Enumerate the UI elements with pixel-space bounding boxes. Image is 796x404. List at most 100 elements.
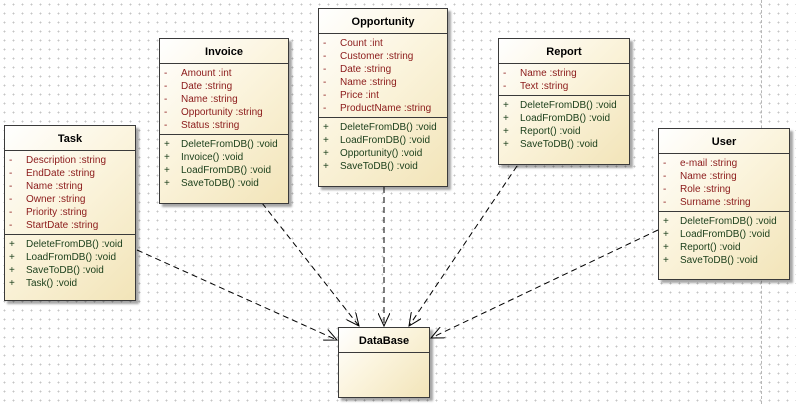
visibility-marker: -	[663, 184, 667, 195]
visibility-marker: -	[323, 64, 327, 75]
attribute-row[interactable]: -StartDate :string	[5, 219, 135, 232]
operation-row[interactable]: +LoadFromDB() :void	[659, 228, 789, 241]
operation-row[interactable]: +DeleteFromDB() :void	[160, 138, 288, 151]
visibility-marker: -	[323, 51, 327, 62]
operation-row[interactable]: +SaveToDB() :void	[160, 177, 288, 190]
operation-text: Report() :void	[680, 242, 741, 253]
attribute-text: Count :int	[340, 38, 383, 49]
operation-text: Task() :void	[26, 278, 78, 289]
attributes-compartment: - Name :string-Text :string	[499, 64, 629, 95]
visibility-marker: +	[164, 152, 170, 163]
attribute-row[interactable]: -Status :string	[160, 119, 288, 132]
attribute-row[interactable]: -Name :string	[5, 180, 135, 193]
visibility-marker: +	[503, 100, 509, 111]
visibility-marker: -	[503, 68, 507, 79]
attribute-row[interactable]: -Name :string	[160, 93, 288, 106]
operation-row[interactable]: + Opportunity() :void	[319, 147, 447, 160]
visibility-marker: -	[164, 81, 168, 92]
class-task[interactable]: Task-Description :string-EndDate :string…	[4, 125, 136, 301]
operations-compartment: + DeleteFromDB() :void+LoadFromDB() :void…	[659, 211, 789, 269]
operation-row[interactable]: +DeleteFromDB() :void	[5, 238, 135, 251]
attributes-compartment: -Amount :int-Date :string-Name :string-O…	[160, 64, 288, 134]
attribute-row[interactable]: -ProductName :string	[319, 102, 447, 115]
operation-row[interactable]: + DeleteFromDB() :void	[659, 215, 789, 228]
visibility-marker: +	[663, 216, 669, 227]
attribute-row[interactable]: -Owner :string	[5, 193, 135, 206]
attribute-row[interactable]: -Amount :int	[160, 67, 288, 80]
visibility-marker: +	[323, 161, 329, 172]
visibility-marker: -	[9, 194, 13, 205]
operation-text: Report() :void	[520, 126, 581, 137]
operation-row[interactable]: +LoadFromDB() :void	[319, 134, 447, 147]
class-database[interactable]: DataBase	[338, 327, 430, 398]
attribute-row[interactable]: -Date :string	[319, 63, 447, 76]
attribute-row[interactable]: - Name :string	[499, 67, 629, 80]
visibility-marker: -	[9, 207, 13, 218]
visibility-marker: -	[323, 77, 327, 88]
operations-compartment: +DeleteFromDB() :void+LoadFromDB() :void…	[5, 234, 135, 292]
dependency-invoice-database[interactable]	[261, 202, 359, 326]
visibility-marker: +	[9, 252, 15, 263]
attribute-row[interactable]: - Opportunity :string	[160, 106, 288, 119]
operation-row[interactable]: + Invoice() :void	[160, 151, 288, 164]
visibility-marker: +	[9, 278, 15, 289]
attributes-compartment: -Count :int-Customer :string-Date :strin…	[319, 34, 447, 117]
attribute-text: Amount :int	[181, 68, 232, 79]
dependency-task-database[interactable]	[136, 249, 337, 340]
operation-row[interactable]: + LoadFromDB() :void	[5, 251, 135, 264]
operation-text: Opportunity() :void	[340, 148, 423, 159]
attribute-text: Opportunity :string	[181, 107, 263, 118]
class-report[interactable]: Report-Name :string-Text :string+DeleteF…	[498, 38, 630, 165]
operation-text: LoadFromDB() :void	[181, 165, 272, 176]
operation-text: DeleteFromDB() :void	[680, 216, 777, 227]
visibility-marker: +	[323, 148, 329, 159]
attribute-row[interactable]: -Date :string	[160, 80, 288, 93]
visibility-marker: -	[323, 90, 327, 101]
visibility-marker: -	[164, 94, 168, 105]
attribute-text: Status :string	[181, 120, 240, 131]
operation-row[interactable]: +SaveToDB() :void	[319, 160, 447, 173]
operation-row[interactable]: +SaveToDB() :void	[499, 138, 629, 151]
operation-row[interactable]: +DeleteFromDB() :void	[319, 121, 447, 134]
attribute-row[interactable]: -Priority :string	[5, 206, 135, 219]
attribute-row[interactable]: - Role :string	[659, 183, 789, 196]
operation-text: SaveToDB() :void	[520, 139, 598, 150]
dependency-user-database[interactable]	[431, 229, 659, 338]
attribute-row[interactable]: -e-mail :string	[659, 157, 789, 170]
dependency-report-database[interactable]	[409, 165, 518, 326]
operations-compartment	[339, 358, 429, 363]
attribute-row[interactable]: -Name :string	[319, 76, 447, 89]
operation-row[interactable]: +Report() :void	[659, 241, 789, 254]
attribute-row[interactable]: -Description :string	[5, 154, 135, 167]
operation-row[interactable]: +SaveToDB() :void	[659, 254, 789, 267]
attribute-text: Name :string	[520, 68, 577, 79]
attribute-row[interactable]: -Text :string	[499, 80, 629, 93]
class-invoice[interactable]: Invoice-Amount :int-Date :string-Name :s…	[159, 38, 289, 204]
class-opportunity[interactable]: Opportunity-Count :int-Customer :string-…	[318, 8, 448, 187]
operation-text: Invoice() :void	[181, 152, 244, 163]
attribute-row[interactable]: -Name :string	[659, 170, 789, 183]
attribute-row[interactable]: - Price :int	[319, 89, 447, 102]
operation-row[interactable]: +Report() :void	[499, 125, 629, 138]
attribute-text: Role :string	[680, 184, 731, 195]
attribute-row[interactable]: -Surname :string	[659, 196, 789, 209]
class-user[interactable]: User-e-mail :string-Name :string-Role :s…	[658, 128, 790, 280]
operation-row[interactable]: +LoadFromDB() :void	[499, 112, 629, 125]
attribute-row[interactable]: -Count :int	[319, 37, 447, 50]
attribute-row[interactable]: -EndDate :string	[5, 167, 135, 180]
operation-text: DeleteFromDB() :void	[340, 122, 437, 133]
visibility-marker: -	[164, 107, 168, 118]
attribute-text: Price :int	[340, 90, 379, 101]
operation-text: LoadFromDB() :void	[26, 252, 117, 263]
operation-row[interactable]: +DeleteFromDB() :void	[499, 99, 629, 112]
operation-row[interactable]: + Task() :void	[5, 277, 135, 290]
operation-row[interactable]: +SaveToDB() :void	[5, 264, 135, 277]
attribute-row[interactable]: -Customer :string	[319, 50, 447, 63]
operation-text: SaveToDB() :void	[181, 178, 259, 189]
class-name: DataBase	[339, 328, 429, 353]
attribute-text: StartDate :string	[26, 220, 99, 231]
visibility-marker: -	[9, 181, 13, 192]
visibility-marker: +	[663, 229, 669, 240]
operation-row[interactable]: +LoadFromDB() :void	[160, 164, 288, 177]
